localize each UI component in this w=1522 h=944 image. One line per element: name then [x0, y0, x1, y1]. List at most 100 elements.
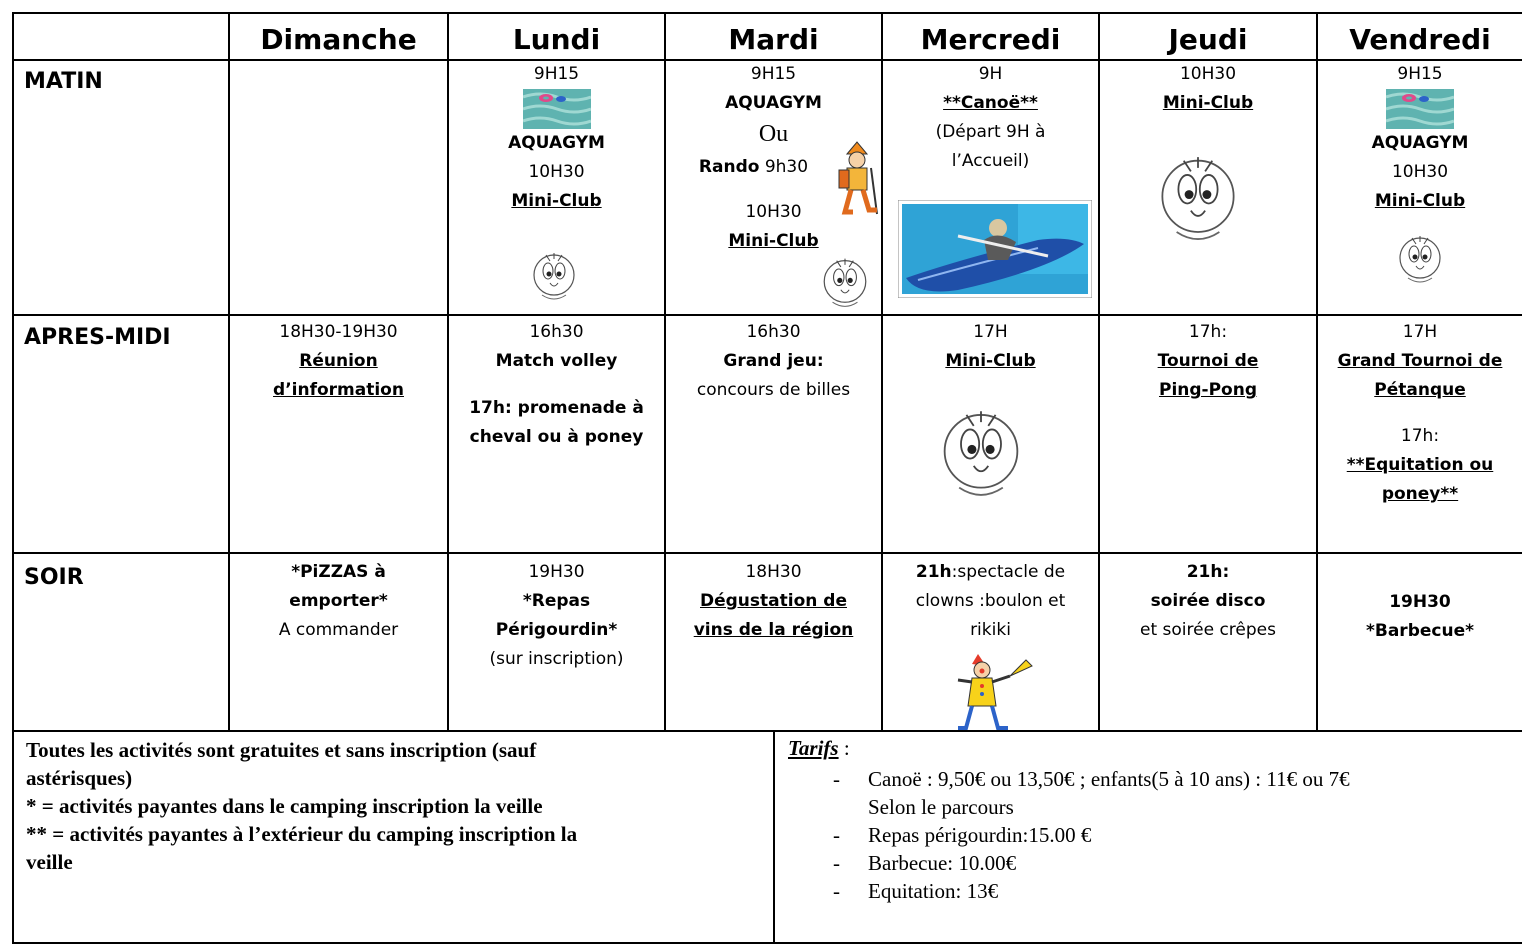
rule-soir: [12, 730, 1522, 732]
activity: **Canoë**: [943, 93, 1038, 113]
tweety-drawing: [533, 253, 575, 300]
time: 17h:: [1188, 322, 1228, 342]
activity: Mini-Club: [945, 351, 1036, 371]
time: 19H30: [528, 562, 585, 582]
soir-vendredi: 19H30 *Barbecue*: [1318, 588, 1522, 646]
rule-matin: [12, 314, 1522, 316]
time: 17H: [973, 322, 1008, 342]
matin-mercredi: 9H **Canoë** (Départ 9H à l’Accueil): [883, 60, 1098, 176]
time: 10H30: [528, 162, 585, 182]
matin-mardi: 9H15 AQUAGYM Ou Rando 9h30 10H30 Mini-Cl…: [666, 60, 881, 256]
detail: (Départ 9H à: [935, 122, 1046, 142]
apresmidi-mercredi: 17H Mini-Club: [883, 318, 1098, 376]
activity: Mini-Club: [1374, 191, 1466, 211]
soir-mercredi: 21h:spectacle de clowns :boulon et rikik…: [883, 558, 1098, 645]
time: 10H30: [1179, 64, 1237, 84]
tarifs-colon: :: [838, 736, 850, 760]
note-line: astérisques): [26, 766, 133, 790]
time: 10H30: [745, 202, 802, 222]
rando-line: Rando 9h30: [666, 150, 881, 184]
activity: poney**: [1381, 484, 1459, 504]
row-label-apres-midi: APRES-MIDI: [24, 325, 171, 350]
activity: Périgourdin*: [495, 620, 618, 640]
tarif-text: Canoë : 9,50€ ou 13,50€ ; enfants(5 à 10…: [868, 767, 1350, 791]
dash: -: [833, 879, 840, 903]
day-header-mercredi: Mercredi: [920, 23, 1061, 56]
tarif-text: Equitation: 13€: [868, 879, 999, 903]
clown-drawing: [957, 654, 1033, 730]
row-label-soir: SOIR: [24, 565, 84, 590]
activity: AQUAGYM: [1371, 133, 1469, 153]
tarif-item: - Equitation: 13€: [788, 877, 1508, 905]
activity: 17h: promenade à: [469, 398, 644, 418]
dash: -: [833, 823, 840, 847]
activity: Mini-Club: [728, 231, 819, 251]
activity: *Barbecue*: [1365, 621, 1474, 641]
time: 17h:: [1400, 426, 1440, 446]
activity: Ping-Pong: [1158, 380, 1258, 400]
tweety-drawing: [1161, 157, 1235, 240]
time: 18H30: [745, 562, 802, 582]
note-line: ** = activités payantes à l’extérieur du…: [26, 822, 578, 846]
time: 17H: [1402, 322, 1438, 342]
tweety-drawing: [823, 258, 867, 307]
time: 9H15: [1397, 64, 1443, 84]
dash: -: [833, 767, 840, 791]
activity: Réunion: [299, 351, 378, 371]
time: 9H15: [533, 64, 580, 84]
activity: soirée disco: [1150, 591, 1266, 611]
notes-divider: [773, 730, 775, 942]
note-line: Toutes les activités sont gratuites et s…: [26, 738, 537, 762]
tarif-item: -Barbecue: 10.00€: [788, 849, 1508, 877]
time: 21h: [915, 562, 952, 582]
activity: Mini-Club: [511, 191, 602, 211]
tarif-text: Barbecue: 10.00€: [868, 851, 1017, 875]
col-divider: [1316, 12, 1318, 732]
activity: AQUAGYM: [508, 133, 605, 153]
matin-vendredi: 9H15 AQUAGYM 10H30 Mini-Club: [1318, 60, 1522, 216]
matin-lundi: 9H15 AQUAGYM 10H30 Mini-Club: [449, 60, 664, 216]
note-line: veille: [26, 850, 73, 874]
activity: Match volley: [495, 351, 618, 371]
activity: Dégustation de: [700, 591, 847, 611]
apresmidi-jeudi: 17h: Tournoi de Ping-Pong: [1100, 318, 1316, 405]
note-line: * = activités payantes dans le camping i…: [26, 794, 543, 818]
col-divider: [881, 12, 883, 732]
soir-jeudi: 21h: soirée disco et soirée crêpes: [1100, 558, 1316, 645]
time: 16h30: [746, 322, 801, 342]
col-divider: [664, 12, 666, 732]
tarif-item: - Canoë : 9,50€ ou 13,50€ ; enfants(5 à 1…: [788, 765, 1508, 821]
detail: clowns :boulon et: [915, 591, 1066, 611]
activity: Grand Tournoi de: [1337, 351, 1503, 371]
hiker-drawing: [838, 141, 878, 215]
detail: A commander: [278, 620, 399, 640]
activity: Rando: [698, 157, 760, 177]
soir-mardi: 18H30 Dégustation de vins de la région: [666, 558, 881, 645]
tarifs-title: Tarifs: [788, 736, 839, 760]
day-header-dimanche: Dimanche: [260, 23, 417, 56]
activity: emporter*: [289, 591, 388, 611]
matin-jeudi: 10H30 Mini-Club: [1100, 60, 1316, 118]
detail: concours de billes: [696, 380, 851, 400]
day-header-jeudi: Jeudi: [1168, 23, 1248, 56]
spectacle-line: 21h:spectacle de: [883, 558, 1098, 587]
day-header-vendredi: Vendredi: [1349, 23, 1491, 56]
col-divider: [1098, 12, 1100, 732]
tarif-text: Selon le parcours: [868, 795, 1014, 819]
apresmidi-mardi: 16h30 Grand jeu: concours de billes: [666, 318, 881, 405]
col-divider: [447, 12, 449, 732]
activity: d’information: [273, 380, 404, 400]
activity: *PiZZAS à: [291, 562, 386, 582]
detail: (sur inscription): [489, 649, 624, 669]
time: 16h30: [529, 322, 584, 342]
detail: :spectacle de: [951, 562, 1066, 582]
col-divider: [228, 12, 230, 732]
activity: Pétanque: [1374, 380, 1466, 400]
tweety-drawing: [943, 411, 1019, 496]
time: 18H30-19H30: [279, 322, 398, 342]
activity: *Repas: [522, 591, 591, 611]
activity: Tournoi de: [1157, 351, 1259, 371]
day-header-lundi: Lundi: [512, 23, 601, 56]
tarifs-section: Tarifs : - Canoë : 9,50€ ou 13,50€ ; enfa…: [788, 734, 1508, 905]
tarif-text: Repas périgourdin:15.00 €: [868, 823, 1092, 847]
